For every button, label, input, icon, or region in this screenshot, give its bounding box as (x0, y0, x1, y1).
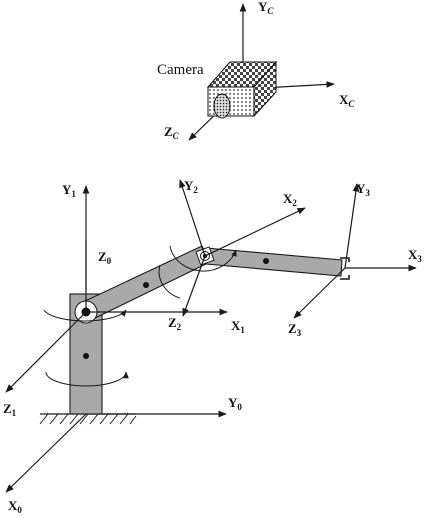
end-effector (340, 257, 350, 280)
joint-2-rotation-arc-lower (158, 264, 181, 299)
base-x0-axis (5, 413, 87, 493)
x2-axis (204, 207, 306, 257)
z1-axis (5, 311, 87, 393)
y1-label: Y1 (62, 182, 76, 199)
z3-axis (293, 267, 346, 319)
frame-3-axes (293, 183, 417, 319)
ground-hatch (39, 413, 137, 425)
frame-labels: Y1 Z0 Y2 X2 Y3 X3 Z2 X1 Z3 Y0 Z1 X0 (3, 178, 422, 515)
camera-y-label: YC (258, 0, 274, 16)
link-1-mass-point (143, 282, 149, 288)
y3-axis (344, 183, 360, 269)
camera-z-label: ZC (164, 124, 180, 141)
robot-links (69, 245, 350, 415)
link-2 (205, 247, 343, 277)
x3-label: X3 (408, 247, 422, 264)
y2-label: Y2 (184, 178, 198, 195)
z1-label: Z1 (3, 401, 17, 418)
camera-lens (213, 93, 231, 119)
y3-label: Y3 (356, 181, 370, 198)
x1-label: X1 (231, 318, 245, 335)
base-mass-point (83, 353, 89, 359)
x2-label: X2 (283, 191, 297, 208)
link-2-mass-point (263, 258, 269, 264)
z2-axis (182, 255, 206, 317)
z0-label: Z0 (98, 249, 112, 266)
z2-label: Z2 (168, 315, 182, 332)
joint-1-rotation-arc (43, 309, 127, 322)
frame-2-axes (158, 179, 306, 317)
frame-1-axes (5, 185, 228, 393)
camera-group: Camera YC XC ZC (157, 0, 355, 141)
camera-label: Camera (157, 62, 204, 78)
joint-2-rotation-arc (169, 245, 237, 272)
x0-label: X0 (8, 498, 22, 515)
ground-group (5, 410, 227, 493)
y2-axis (179, 179, 206, 257)
joint-0-rotation-arc (45, 371, 129, 387)
camera-x-label: XC (339, 92, 355, 109)
z3-label: Z3 (288, 321, 302, 338)
y0-label: Y0 (228, 395, 242, 412)
